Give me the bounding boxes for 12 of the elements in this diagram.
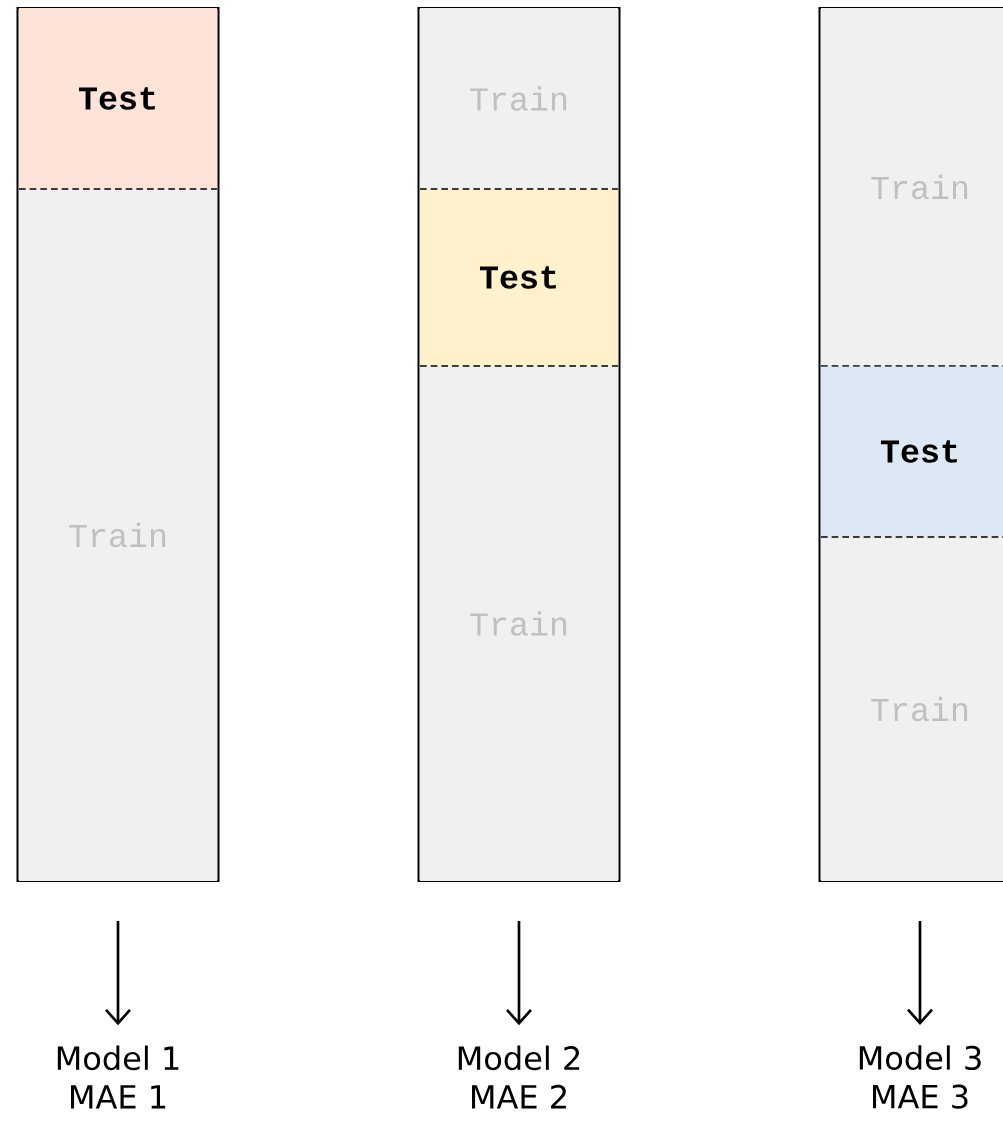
arrow bbox=[105, 921, 131, 1026]
test-segment: Test bbox=[821, 366, 1003, 537]
arrow bbox=[506, 921, 532, 1026]
arrow bbox=[907, 921, 933, 1026]
test-segment: Test bbox=[420, 189, 618, 366]
result-label: Model 2 MAE 2 bbox=[458, 1045, 580, 1109]
column-box bbox=[16, 7, 220, 882]
result-label: Model 1 MAE 1 bbox=[57, 1045, 179, 1109]
column-box bbox=[818, 7, 1003, 882]
result-label: Model 3 MAE 3 bbox=[859, 1045, 981, 1109]
column-box bbox=[417, 7, 621, 882]
test-segment: Test bbox=[19, 8, 217, 189]
